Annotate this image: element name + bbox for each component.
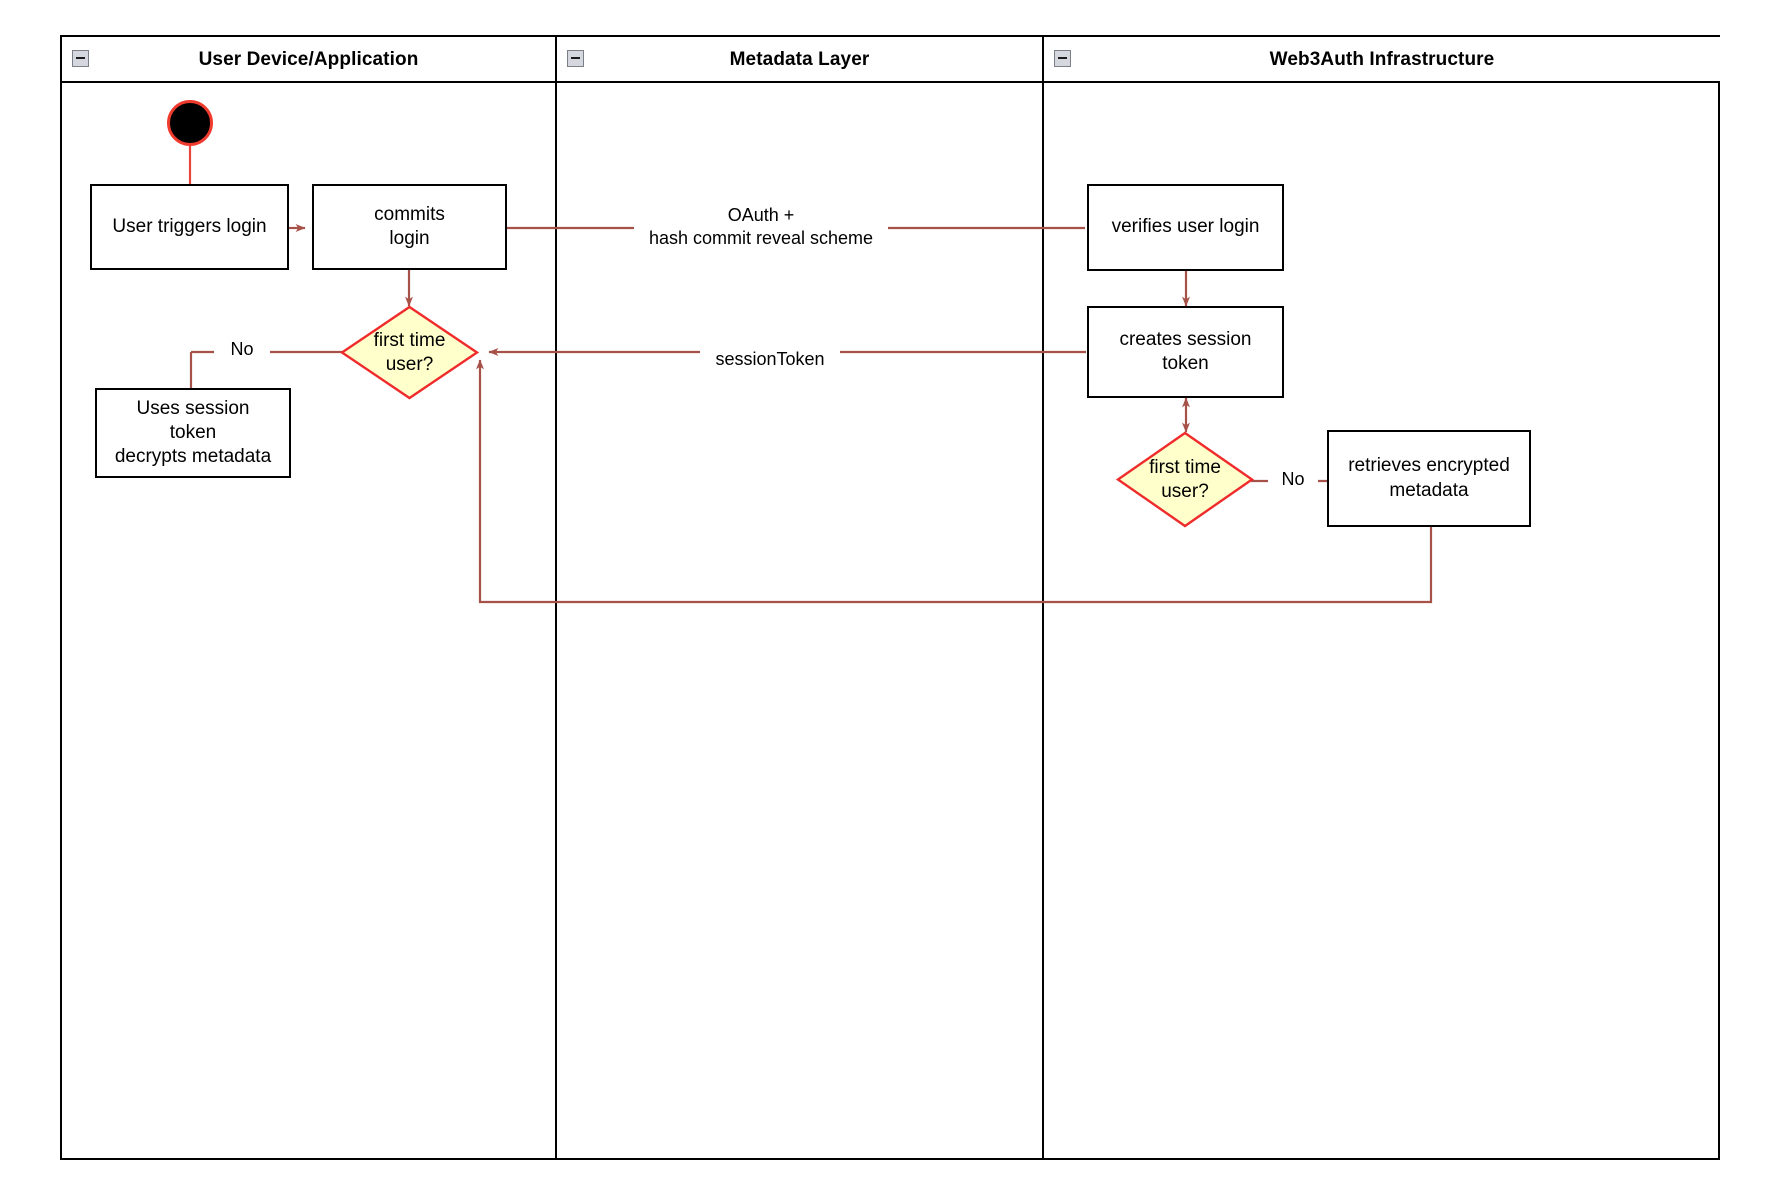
edge-label-no-web3auth-lane: No	[1268, 468, 1318, 492]
lane-title-web3auth: Web3Auth Infrastructure	[1269, 49, 1495, 70]
activity-user-triggers-login[interactable]: User triggers login	[90, 184, 289, 270]
lane-header-metadata-layer[interactable]: Metadata Layer	[557, 37, 1042, 83]
edge-label-no-user-lane: No	[214, 338, 270, 362]
decision-first-time-user-device[interactable]: first time user?	[339, 305, 480, 400]
lane-title-user-device: User Device/Application	[198, 49, 419, 70]
edge-label-session-token: sessionToken	[700, 348, 840, 372]
collapse-minus-icon[interactable]	[72, 50, 89, 67]
activity-commits-login[interactable]: commits login	[312, 184, 507, 270]
activity-retrieves-encrypted-metadata[interactable]: retrieves encrypted metadata	[1327, 430, 1531, 527]
lane-header-web3auth[interactable]: Web3Auth Infrastructure	[1044, 37, 1720, 83]
collapse-minus-icon[interactable]	[567, 50, 584, 67]
activity-uses-session-token[interactable]: Uses session token decrypts metadata	[95, 388, 291, 478]
lane-divider-2	[1042, 37, 1044, 1158]
lane-divider-1	[555, 37, 557, 1158]
activity-verifies-user-login[interactable]: verifies user login	[1087, 184, 1284, 271]
lane-header-user-device[interactable]: User Device/Application	[62, 37, 555, 83]
collapse-minus-icon[interactable]	[1054, 50, 1071, 67]
activity-creates-session-token[interactable]: creates session token	[1087, 306, 1284, 398]
initial-node[interactable]	[167, 100, 213, 146]
lane-title-metadata-layer: Metadata Layer	[729, 49, 870, 70]
decision-first-time-user-web3auth[interactable]: first time user?	[1115, 431, 1255, 528]
swimlane-pool: User Device/Application Metadata Layer W…	[60, 35, 1720, 1160]
edge-label-oauth: OAuth + hash commit reveal scheme	[634, 204, 888, 251]
